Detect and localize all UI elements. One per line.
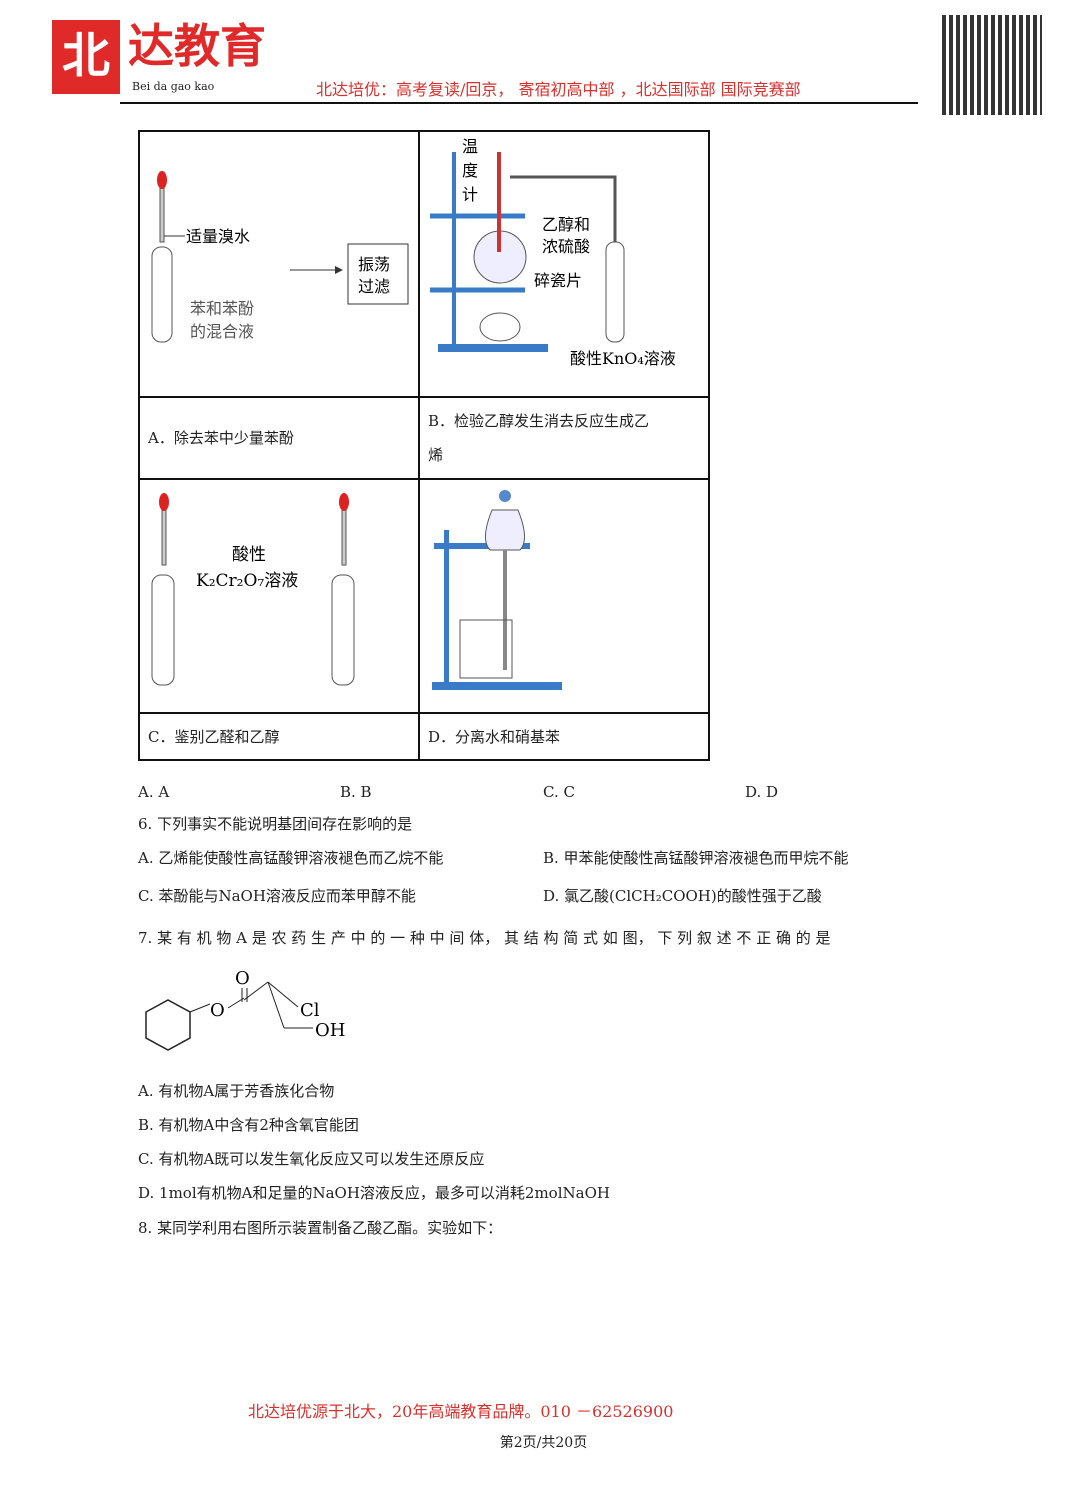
option-b-label-line: B．检验乙醇发生消去反应生成乙 [428, 412, 650, 430]
oxygen-atom-label: O [210, 1000, 225, 1021]
option-b-label: B．检验乙醇发生消去反应生成乙烯 [420, 404, 708, 472]
sample-label: 的混合液 [190, 322, 254, 341]
chips-label: 碎瓷片 [534, 271, 582, 290]
options-table: 适量溴水 苯和苯酚 的混合液 振荡 过滤 温度计 乙醇和浓硫酸 碎瓷片 酸性Kn… [138, 130, 710, 761]
thermometer-label: 温 [462, 137, 478, 156]
q7-option: D. 1mol有机物A和足量的NaOH溶液反应，最多可以消耗2molNaOH [138, 1184, 610, 1202]
logo-text: 达教育 [128, 19, 266, 73]
diagram-d [418, 478, 710, 714]
header-slogan: 北达培优：高考复读/回京， 寄宿初高中部 ，北达国际部 国际竞赛部 [316, 80, 801, 99]
hydroxyl-label: OH [315, 1020, 345, 1041]
option-b-label-line: 烯 [428, 446, 444, 464]
reagent-label: K₂Cr₂O₇溶液 [196, 571, 298, 591]
q7-option: C. 有机物A既可以发生氧化反应又可以发生还原反应 [138, 1150, 485, 1168]
logo: 北 [52, 20, 120, 94]
operation-label: 振荡 [358, 255, 390, 274]
q6-option: B. 甲苯能使酸性高锰酸钾溶液褪色而甲烷不能 [543, 849, 849, 867]
q6-option: D. 氯乙酸(ClCH₂COOH)的酸性强于乙酸 [543, 887, 822, 905]
thermometer-label: 计 [462, 185, 478, 204]
option-c-label: C．鉴别乙醛和乙醇 [148, 727, 280, 746]
page-number: 第2页/共20页 [499, 1435, 588, 1451]
q5-choice: A. A [138, 783, 170, 801]
mixture-label: 浓硫酸 [542, 237, 590, 256]
thermometer-label: 度 [462, 161, 478, 180]
structure-formula: O O Cl OH [145, 968, 345, 1051]
reagent-label: 酸性 [232, 545, 266, 565]
q5-choice: B. B [340, 783, 372, 801]
diagram-c: 酸性 K₂Cr₂O₇溶液 [138, 478, 420, 714]
q5-choice: D. D [745, 783, 779, 801]
option-d-label: D．分离水和硝基苯 [428, 727, 561, 746]
chlorine-label: Cl [300, 1000, 320, 1021]
option-a-label: A．除去苯中少量苯酚 [148, 429, 294, 447]
q5-choice: C. C [543, 783, 575, 801]
q7-option: B. 有机物A中含有2种含氧官能团 [138, 1116, 359, 1134]
footer-slogan: 北达培优源于北大，20年高端教育品牌。010 －62526900 [248, 1402, 674, 1421]
q7-option: A. 有机物A属于芳香族化合物 [138, 1082, 335, 1100]
q6-option: C. 苯酚能与NaOH溶液反应而苯甲醇不能 [138, 887, 416, 905]
header-divider [120, 102, 918, 104]
q6-option: A. 乙烯能使酸性高锰酸钾溶液褪色而乙烷不能 [138, 849, 444, 867]
qr-code-icon [942, 15, 1042, 115]
mixture-label: 乙醇和 [542, 215, 590, 234]
q6-stem: 6. 下列事实不能说明基团间存在影响的是 [138, 815, 413, 833]
diagram-a: 适量溴水 苯和苯酚 的混合液 振荡 过滤 [138, 130, 420, 398]
oxygen-atom-label: O [235, 968, 250, 989]
operation-label: 过滤 [358, 277, 390, 296]
q7-stem: 7. 某 有 机 物 A 是 农 药 生 产 中 的 一 种 中 间 体， 其 … [138, 929, 831, 947]
sample-label: 苯和苯酚 [190, 299, 254, 318]
diagram-b: 温度计 乙醇和浓硫酸 碎瓷片 酸性KnO₄溶液 [418, 130, 710, 398]
logo-subtitle: Bei da gao kao [132, 80, 215, 93]
reagent-label: 适量溴水 [186, 227, 250, 246]
q8-stem: 8. 某同学利用右图所示装置制备乙酸乙酯。实验如下： [138, 1219, 503, 1237]
solution-label: 酸性KnO₄溶液 [570, 349, 676, 368]
